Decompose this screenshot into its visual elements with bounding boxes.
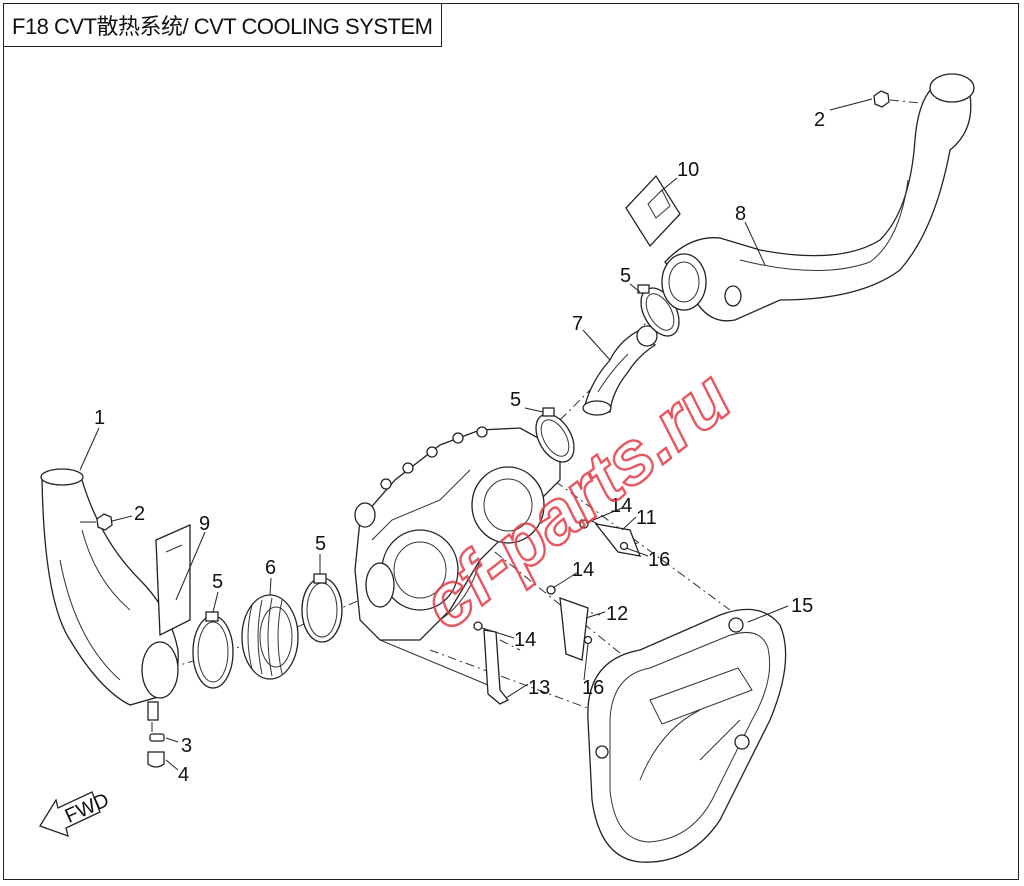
part-11-bracket	[594, 523, 642, 557]
callout-11: 11	[636, 507, 657, 529]
part-6-coupling-sleeve	[241, 594, 299, 680]
part-5-clamp-c	[535, 407, 575, 463]
cvt-inner-cover	[354, 426, 561, 691]
part-9-decal	[155, 524, 191, 637]
part-15-cvt-outer-cover	[587, 608, 787, 863]
callout-16-a: 16	[648, 549, 670, 571]
part-7-short-hose	[582, 325, 658, 416]
part-14-bolt-a	[579, 519, 589, 529]
callout-15: 15	[791, 595, 813, 617]
diagram-frame	[3, 3, 1019, 880]
callout-14-a: 14	[610, 495, 632, 517]
callout-13: 13	[528, 677, 550, 699]
callout-14-c: 14	[514, 629, 536, 651]
callout-numbers: 1 2 2 3 4 5 5 5 5 6 7 8 9 10 11 12 13 14…	[94, 109, 825, 786]
page-title: F18 CVT散热系统/ CVT COOLING SYSTEM	[3, 3, 442, 47]
callout-2-upper: 2	[814, 109, 825, 131]
part-16-bolt-b	[583, 635, 593, 645]
callout-5-clamp-c: 5	[510, 389, 521, 411]
part-13-bracket	[483, 629, 510, 705]
callout-9: 9	[199, 513, 210, 535]
callout-2-lower: 2	[134, 503, 145, 525]
callout-6: 6	[265, 557, 276, 579]
part-3-clip	[149, 722, 165, 742]
leader-lines	[79, 98, 873, 771]
callout-5-clamp-a: 5	[212, 571, 223, 593]
part-14-bolt-c	[473, 621, 483, 631]
callout-3: 3	[181, 735, 192, 757]
callout-4: 4	[178, 764, 189, 786]
part-4-plug	[147, 751, 165, 768]
part-2-nut-lower	[80, 513, 113, 531]
part-12-bracket	[559, 597, 589, 661]
callout-1: 1	[94, 407, 105, 429]
part-10-decal	[625, 174, 681, 248]
callout-14-b: 14	[572, 559, 594, 581]
part-16-bolt-a	[619, 541, 629, 551]
callout-10: 10	[677, 159, 699, 181]
callout-12: 12	[606, 603, 628, 625]
callout-16-b: 16	[582, 677, 604, 699]
part-5-clamp-a	[192, 611, 234, 689]
fwd-arrow-icon: FWD	[39, 789, 112, 838]
callout-7: 7	[572, 313, 583, 335]
callout-5-clamp-d: 5	[620, 265, 631, 287]
part-5-clamp-b	[301, 573, 343, 643]
callout-8: 8	[735, 203, 746, 225]
callout-5-clamp-b: 5	[315, 533, 326, 555]
part-8-upper-intake-duct	[661, 73, 975, 322]
part-1-lower-intake-duct	[40, 468, 179, 721]
